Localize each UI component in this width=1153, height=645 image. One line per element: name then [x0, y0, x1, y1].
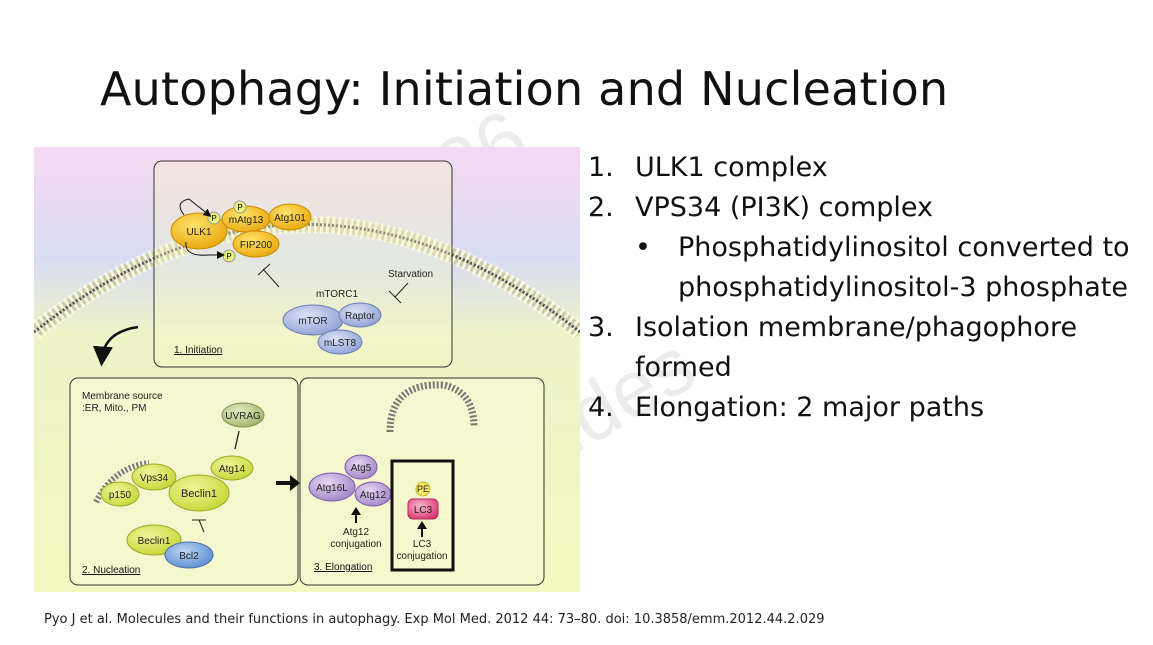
sub-list-item: • Phosphatidylinositol converted to: [588, 228, 1148, 268]
ulk1-complex: ULK1 mAtg13 Atg101 FIP200 P P P: [170, 198, 312, 263]
protein-vps34: Vps34: [140, 473, 169, 484]
mtorc1-complex: mTOR Raptor mLST8: [282, 302, 382, 355]
list-text: formed: [635, 352, 732, 383]
protein-matg13: mAtg13: [229, 215, 264, 226]
list-item: 2. VPS34 (PI3K) complex: [588, 188, 1148, 228]
slide-title: Autophagy: Initiation and Nucleation: [100, 62, 949, 116]
phospho-marker: P: [237, 203, 242, 212]
protein-raptor: Raptor: [345, 311, 376, 322]
autophagy-figure: 1. Initiation ULK1 mAtg13 Atg101 FIP200 …: [34, 147, 580, 592]
protein-atg16l: Atg16L: [316, 483, 348, 494]
protein-beclin1-bound: Beclin1: [138, 536, 171, 547]
phospho-marker: P: [226, 252, 231, 261]
list-number: [588, 348, 635, 388]
protein-uvrag: UVRAG: [225, 411, 261, 422]
list-number: 4.: [588, 392, 614, 423]
list-item: 1. ULK1 complex: [588, 148, 1148, 188]
citation: Pyo J et al. Molecules and their functio…: [44, 612, 825, 627]
list-number: 3.: [588, 312, 614, 343]
list-item-continued: formed: [588, 348, 1148, 388]
protein-atg14: Atg14: [219, 464, 246, 475]
panel3-label: 3. Elongation: [314, 562, 372, 573]
atg12-conjugation-line2: conjugation: [330, 539, 381, 550]
list-item: 3. Isolation membrane/phagophore: [588, 308, 1148, 348]
protein-ulk1: ULK1: [186, 227, 211, 238]
membrane-source-line1: Membrane source: [82, 391, 163, 402]
sub-list-text: Phosphatidylinositol converted to: [678, 232, 1130, 263]
protein-atg101: Atg101: [274, 213, 306, 224]
phospho-marker: P: [211, 214, 216, 223]
sub-list-item-continued: phosphatidylinositol-3 phosphate: [588, 268, 1148, 308]
mtorc1-label: mTORC1: [316, 289, 358, 300]
protein-atg5: Atg5: [351, 463, 372, 474]
atg12-conjugation-line1: Atg12: [343, 527, 370, 538]
panel1-label: 1. Initiation: [174, 345, 222, 356]
starvation-label: Starvation: [388, 269, 433, 280]
atg12-conjugate: Atg5 Atg16L Atg12: [308, 454, 392, 507]
list-text: Isolation membrane/phagophore: [635, 312, 1078, 343]
protein-bcl2: Bcl2: [179, 551, 199, 562]
list-text: Elongation: 2 major paths: [635, 392, 985, 423]
list-text: VPS34 (PI3K) complex: [635, 192, 934, 223]
protein-fip200: FIP200: [240, 240, 273, 251]
list-number: 2.: [588, 192, 614, 223]
sub-list-text: phosphatidylinositol-3 phosphate: [678, 272, 1128, 303]
list-item: 4. Elongation: 2 major paths: [588, 388, 1148, 428]
bullet-marker: •: [635, 232, 651, 263]
lc3-conjugation-line1: LC3: [413, 539, 432, 550]
bullet-list: 1. ULK1 complex 2. VPS34 (PI3K) complex …: [588, 148, 1148, 428]
vps34-complex: UVRAG Atg14 Vps34 p150 Beclin1: [100, 402, 265, 512]
list-number: 1.: [588, 152, 614, 183]
pe-label: PE: [417, 484, 429, 494]
protein-mlst8: mLST8: [324, 338, 357, 349]
protein-lc3: LC3: [414, 505, 433, 516]
protein-beclin1: Beclin1: [181, 488, 217, 500]
lc3-conjugation-line2: conjugation: [396, 551, 447, 562]
membrane-source-line2: :ER, Mito., PM: [82, 403, 146, 414]
protein-p150: p150: [109, 490, 132, 501]
list-text: ULK1 complex: [635, 152, 828, 183]
protein-mtor: mTOR: [298, 316, 327, 327]
protein-atg12: Atg12: [360, 490, 387, 501]
panel2-label: 2. Nucleation: [82, 565, 140, 576]
